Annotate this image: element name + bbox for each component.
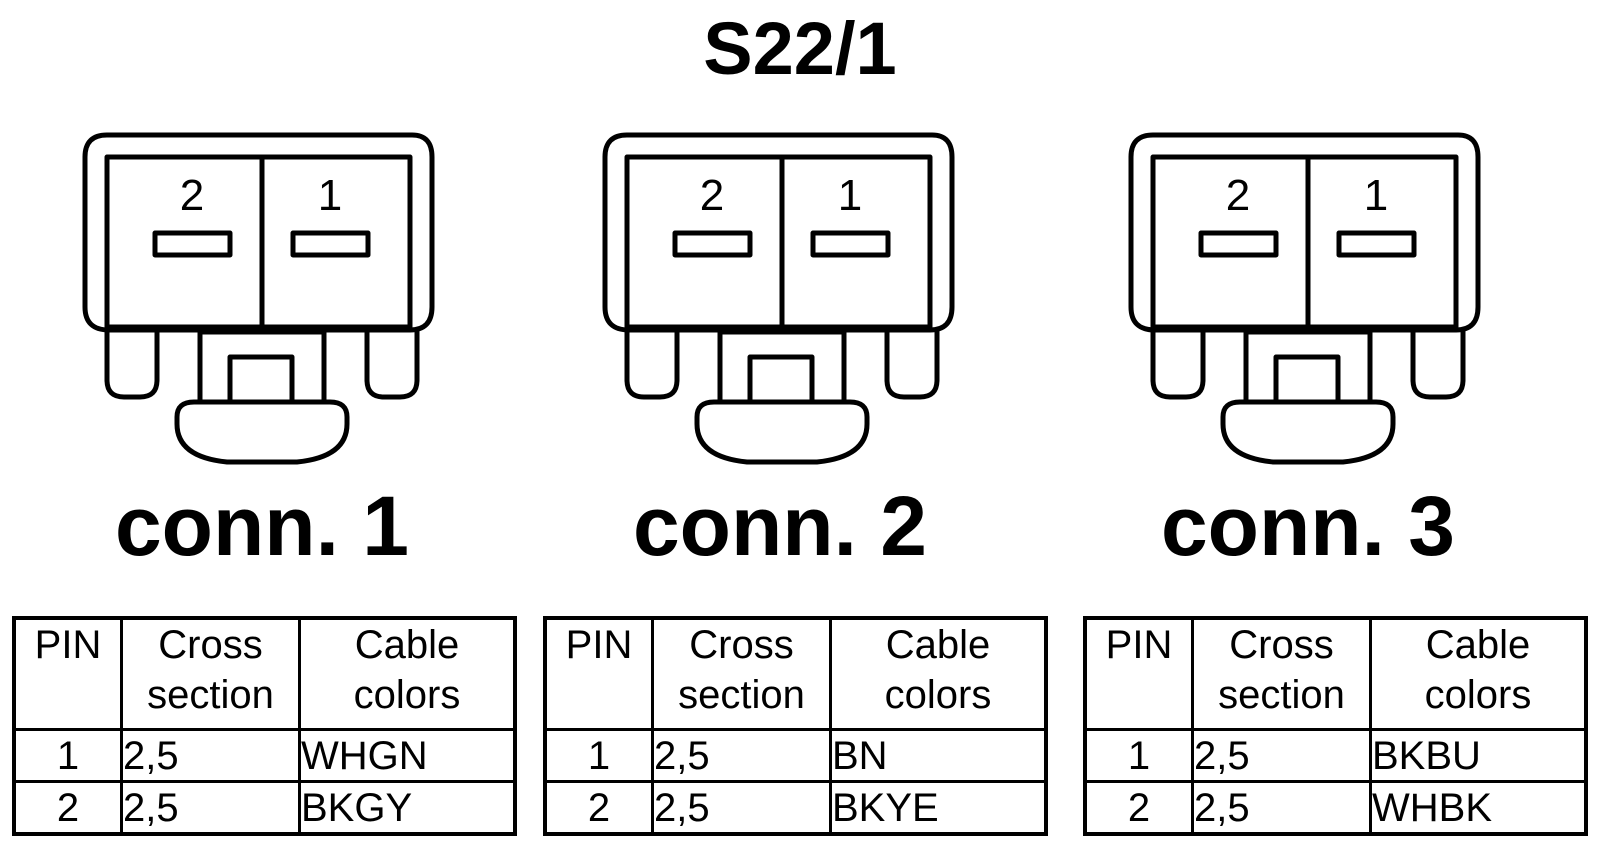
cross-section-header-line-2: section [678, 673, 805, 717]
connector-housing [82, 132, 435, 333]
cross-section-header-line-1: Cross [1229, 623, 1334, 667]
connector-face [624, 154, 933, 330]
connector-2-drawing: 2 1 [602, 132, 955, 465]
latch-window [1273, 354, 1341, 405]
cable-colors-header-line-2: colors [353, 673, 461, 717]
pin-2-contact [152, 230, 233, 258]
table-header-row: PIN Cross section Cable colors [1083, 616, 1588, 731]
pin-label-2: 2 [1226, 171, 1250, 220]
cable-color-value: WHBK [1369, 780, 1588, 836]
pin-number: 1 [543, 728, 654, 783]
connector-housing [602, 132, 955, 333]
pin-header: PIN [543, 616, 654, 731]
latch-body [717, 329, 847, 405]
latch-tab [1220, 399, 1396, 465]
cross-section-header: Cross section [651, 616, 832, 731]
cable-colors-header: Cable colors [829, 616, 1048, 731]
left-foot [104, 330, 160, 400]
cable-colors-header-line-1: Cable [885, 623, 991, 667]
pin-header: PIN [1083, 616, 1194, 731]
table-row: 1 2,5 BKBU [1083, 728, 1588, 783]
connector-housing [1128, 132, 1481, 333]
pin-number: 2 [543, 780, 654, 836]
cross-section-header-line-1: Cross [689, 623, 794, 667]
cross-section-value: 2,5 [651, 728, 832, 783]
pin-1-contact [1336, 230, 1417, 258]
connector-face [104, 154, 413, 330]
table-row: 2 2,5 BKGY [12, 780, 517, 836]
cable-color-value: BN [829, 728, 1048, 783]
connector-1-label: conn. 1 [114, 479, 410, 573]
cross-section-value: 2,5 [120, 780, 301, 836]
cable-color-value: BKGY [298, 780, 517, 836]
table-row: 1 2,5 BN [543, 728, 1048, 783]
pin-1-contact [810, 230, 891, 258]
connector-2-pin-table: PIN Cross section Cable colors 1 2,5 BN 2 … [543, 616, 1048, 836]
latch-window [227, 354, 295, 405]
pin-label-2: 2 [700, 171, 724, 220]
cable-colors-header: Cable colors [1369, 616, 1588, 731]
connector-1-drawing: 2 1 [82, 132, 435, 465]
table-row: 2 2,5 WHBK [1083, 780, 1588, 836]
left-foot [624, 330, 680, 400]
pin-2-contact [1198, 230, 1279, 258]
pin-number: 1 [12, 728, 123, 783]
latch-body [1243, 329, 1373, 405]
cross-section-header-line-1: Cross [158, 623, 263, 667]
pin-label-2: 2 [180, 171, 204, 220]
cable-colors-header-line-1: Cable [1425, 623, 1531, 667]
right-foot [364, 330, 420, 400]
latch-tab [174, 399, 350, 465]
pin-1-contact [290, 230, 371, 258]
connector-3-label: conn. 3 [1160, 479, 1456, 573]
pin-header: PIN [12, 616, 123, 731]
pin-number: 2 [1083, 780, 1194, 836]
cross-section-value: 2,5 [120, 728, 301, 783]
connector-2-label: conn. 2 [632, 479, 928, 573]
pin-number: 1 [1083, 728, 1194, 783]
table-row: 2 2,5 BKYE [543, 780, 1048, 836]
left-foot [1150, 330, 1206, 400]
cable-colors-header-line-2: colors [884, 673, 992, 717]
connector-face [1150, 154, 1459, 330]
latch-tab [694, 399, 870, 465]
pin-number: 2 [12, 780, 123, 836]
cable-colors-header: Cable colors [298, 616, 517, 731]
table-header-row: PIN Cross section Cable colors [543, 616, 1048, 731]
cross-section-header-line-2: section [147, 673, 274, 717]
cable-colors-header-line-1: Cable [354, 623, 460, 667]
diagram-title: S22/1 [703, 7, 897, 90]
cable-color-value: WHGN [298, 728, 517, 783]
cable-color-value: BKYE [829, 780, 1048, 836]
cable-colors-header-line-2: colors [1424, 673, 1532, 717]
pin-label-1: 1 [838, 171, 862, 220]
cross-section-header: Cross section [1191, 616, 1372, 731]
pin-label-1: 1 [318, 171, 342, 220]
right-foot [884, 330, 940, 400]
table-header-row: PIN Cross section Cable colors [12, 616, 517, 731]
cross-section-value: 2,5 [651, 780, 832, 836]
latch-body [197, 329, 327, 405]
cross-section-header-line-2: section [1218, 673, 1345, 717]
right-foot [1410, 330, 1466, 400]
pin-2-contact [672, 230, 753, 258]
cable-color-value: BKBU [1369, 728, 1588, 783]
table-row: 1 2,5 WHGN [12, 728, 517, 783]
cross-section-header: Cross section [120, 616, 301, 731]
cross-section-value: 2,5 [1191, 728, 1372, 783]
connector-3-drawing: 2 1 [1128, 132, 1481, 465]
cross-section-value: 2,5 [1191, 780, 1372, 836]
pin-label-1: 1 [1364, 171, 1388, 220]
latch-window [747, 354, 815, 405]
